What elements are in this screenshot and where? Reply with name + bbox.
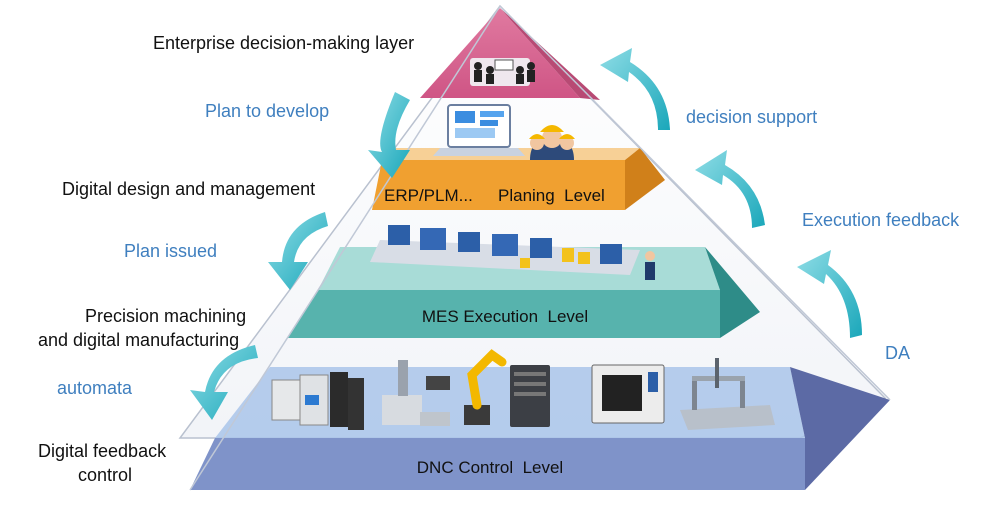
- label-plan-issued: Plan issued: [124, 241, 218, 261]
- cmm-machine-icon: [382, 360, 450, 426]
- robot-arm-icon: [464, 349, 507, 425]
- production-line-icon: [370, 225, 655, 280]
- label-feedback-line2: control: [78, 465, 133, 485]
- laptop-icon: [433, 104, 525, 156]
- label-execution-feedback: Execution feedback: [802, 210, 960, 230]
- mes-tier-side: [705, 247, 760, 338]
- label-precision-line2: and digital manufacturing: [38, 330, 240, 350]
- dnc-tier-front: [190, 438, 805, 490]
- label-feedback-line1: Digital feedback: [38, 441, 167, 461]
- label-enterprise: Enterprise decision-making layer: [153, 33, 415, 53]
- plc-icon: [271, 372, 364, 430]
- left-edge: [189, 5, 501, 491]
- level-mes: MES Execution Level: [421, 307, 589, 326]
- label-da: DA: [885, 343, 911, 363]
- arrow-automata: [190, 345, 258, 420]
- arrow-execution-feedback-lower: [797, 250, 862, 338]
- meeting-icon: [470, 58, 535, 86]
- level-planning-right: Planing Level: [498, 186, 605, 205]
- arrow-decision-support: [600, 48, 670, 130]
- server-icon: [510, 365, 550, 427]
- label-plan-to-develop: Plan to develop: [205, 101, 330, 121]
- gantry-icon: [680, 358, 775, 430]
- mes-tier-front: [287, 290, 720, 338]
- top-tier: [420, 8, 580, 98]
- cnc-machine-icon: [591, 364, 665, 424]
- right-edge: [499, 5, 891, 401]
- arrow-execution-feedback-upper: [695, 150, 765, 228]
- level-planning-left: ERP/PLM...: [384, 186, 473, 205]
- label-precision-line1: Precision machining: [85, 306, 247, 326]
- level-dnc: DNC Control Level: [416, 458, 564, 477]
- dnc-tier-side: [790, 367, 890, 490]
- arrow-plan-issued: [268, 212, 328, 290]
- planning-tier-front: [372, 160, 625, 210]
- label-digital-design: Digital design and management: [62, 179, 316, 199]
- arrow-plan-to-develop: [368, 92, 410, 178]
- label-automata: automata: [57, 378, 133, 398]
- workers-icon: [529, 125, 575, 160]
- label-decision-support: decision support: [686, 107, 818, 127]
- planning-tier-side: [625, 148, 665, 210]
